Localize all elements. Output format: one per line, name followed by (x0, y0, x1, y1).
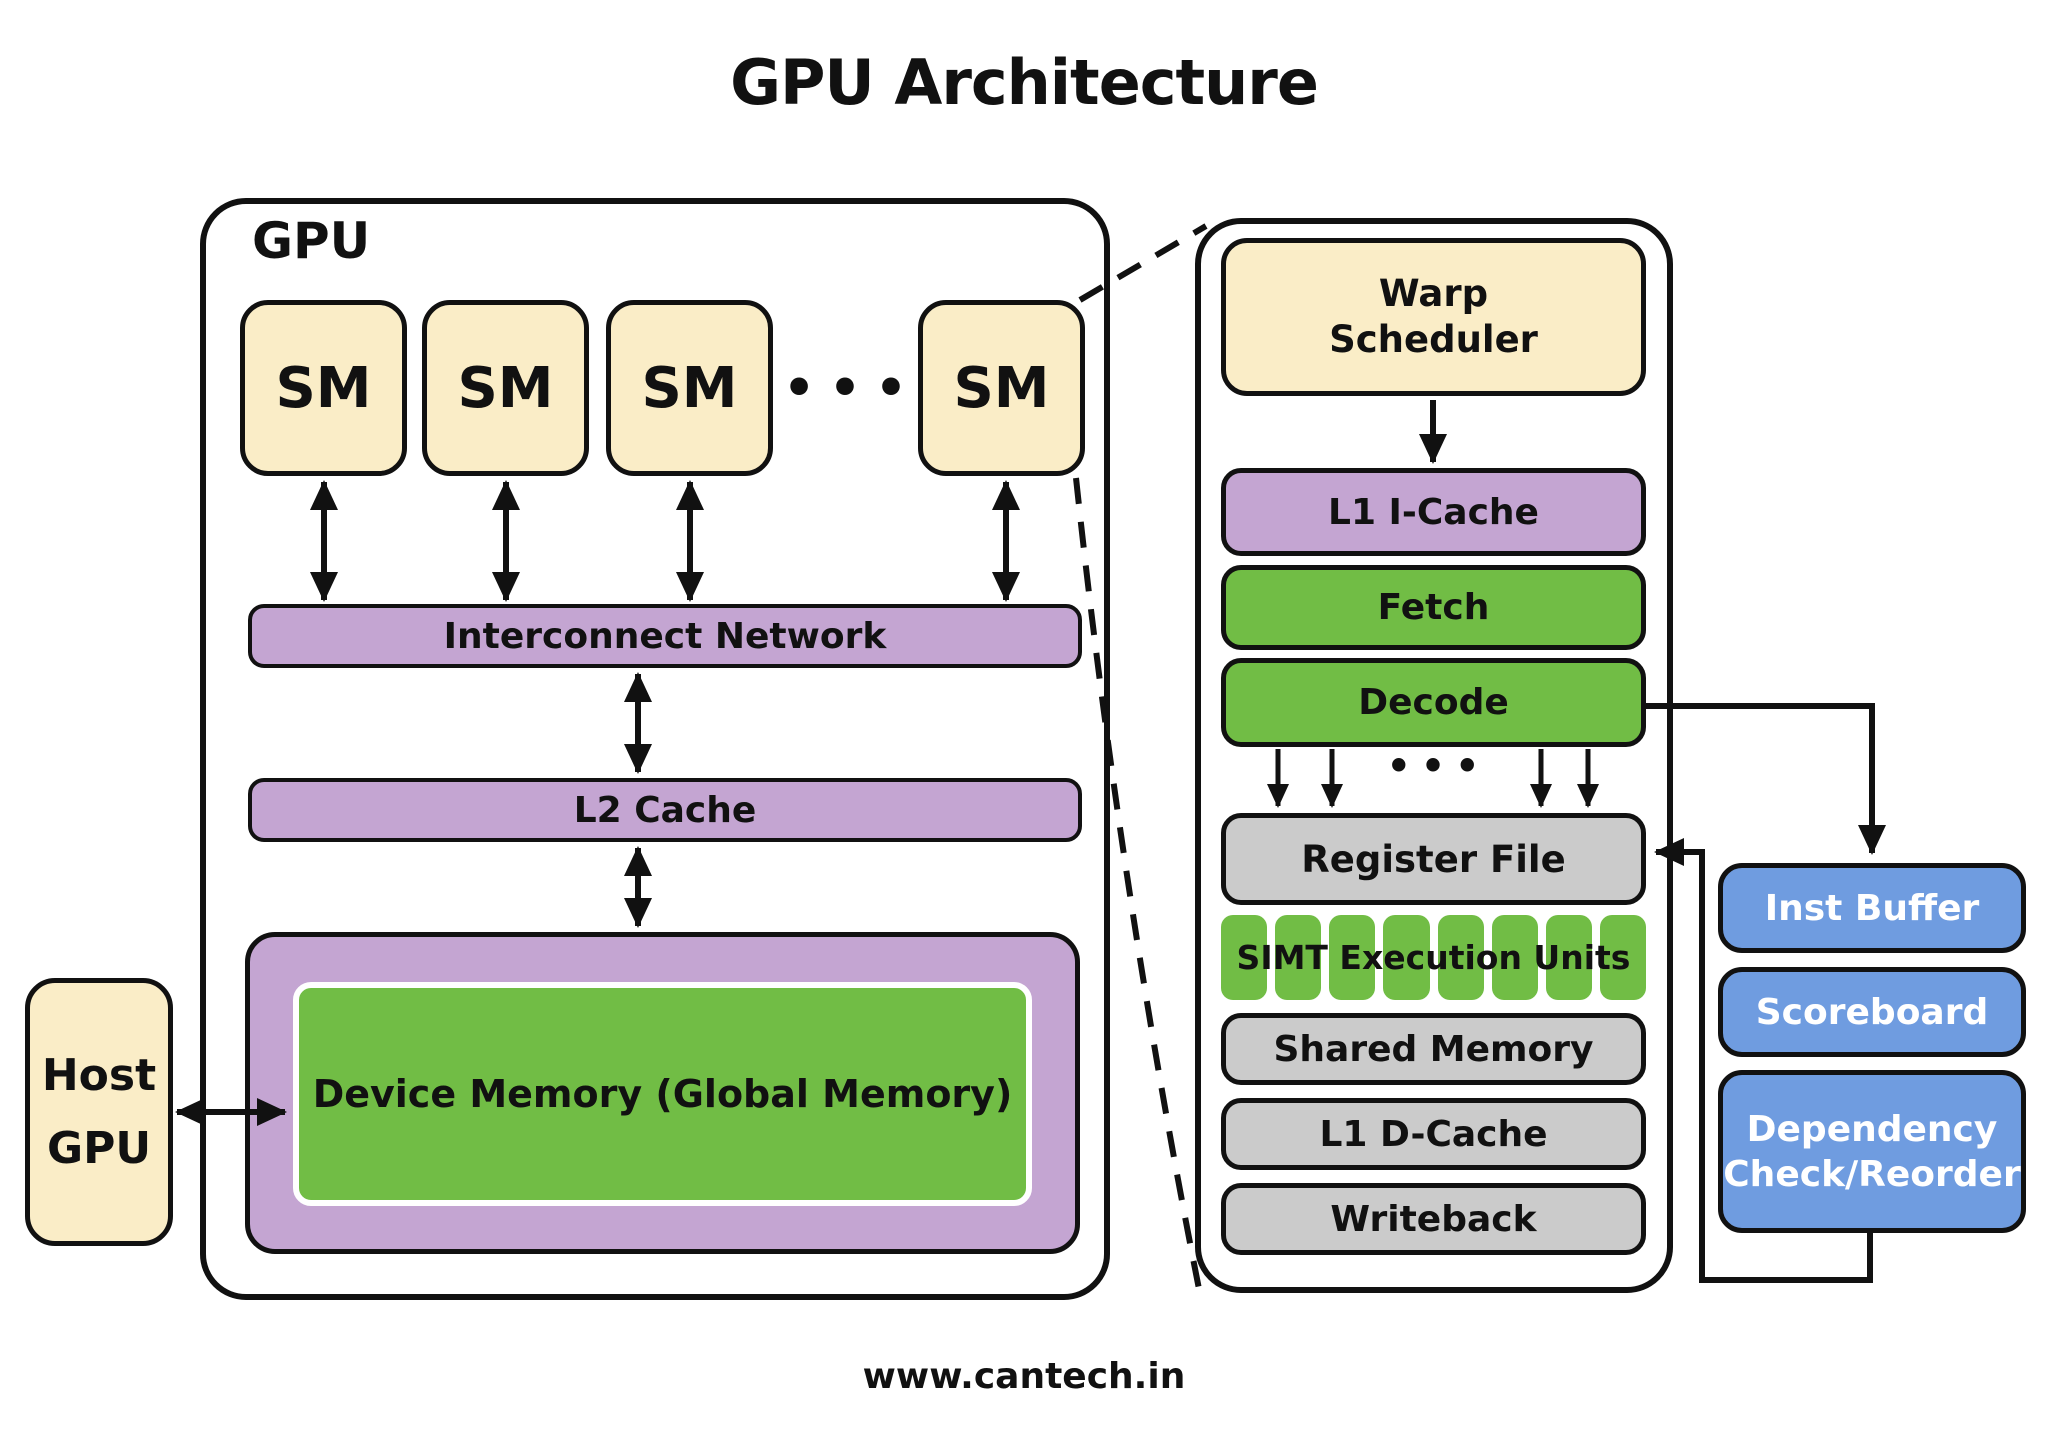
dependency-check-reorder-box: Dependency Check/Reorder (1718, 1070, 2026, 1233)
l2-cache-bar: L2 Cache (248, 778, 1082, 842)
gpu-box-label: GPU (252, 212, 371, 270)
interconnect-network-bar: Interconnect Network (248, 604, 1082, 668)
line-decode-inst-buffer (1646, 703, 1886, 855)
writeback-box: Writeback (1221, 1183, 1646, 1255)
scoreboard-box: Scoreboard (1718, 967, 2026, 1057)
device-memory-box: Device Memory (Global Memory) (293, 982, 1032, 1206)
decode-box: Decode (1221, 658, 1646, 747)
footer-url: www.cantech.in (862, 1355, 1186, 1397)
l1-dcache-box: L1 D-Cache (1221, 1098, 1646, 1170)
l1-icache-box: L1 I-Cache (1221, 468, 1646, 556)
warp-scheduler-box: Warp Scheduler (1221, 238, 1646, 396)
sm-block-2: SM (422, 300, 589, 476)
sm-ellipsis: ••• (783, 359, 921, 417)
sm-block-3: SM (606, 300, 773, 476)
register-file-box: Register File (1221, 813, 1646, 905)
simt-execution-label: SIMT Execution Units (1236, 938, 1631, 977)
page-title: GPU Architecture (730, 45, 1319, 119)
host-gpu-box: Host GPU (25, 978, 173, 1246)
host-label-line1: Host (41, 1050, 157, 1101)
simt-execution-bars (1221, 915, 1646, 1000)
fetch-box: Fetch (1221, 565, 1646, 650)
host-label-line2: GPU (46, 1123, 152, 1174)
sm-block-4: SM (918, 300, 1085, 476)
decode-ellipsis: ••• (1386, 744, 1490, 788)
shared-memory-box: Shared Memory (1221, 1013, 1646, 1085)
inst-buffer-box: Inst Buffer (1718, 863, 2026, 953)
sm-block-1: SM (240, 300, 407, 476)
